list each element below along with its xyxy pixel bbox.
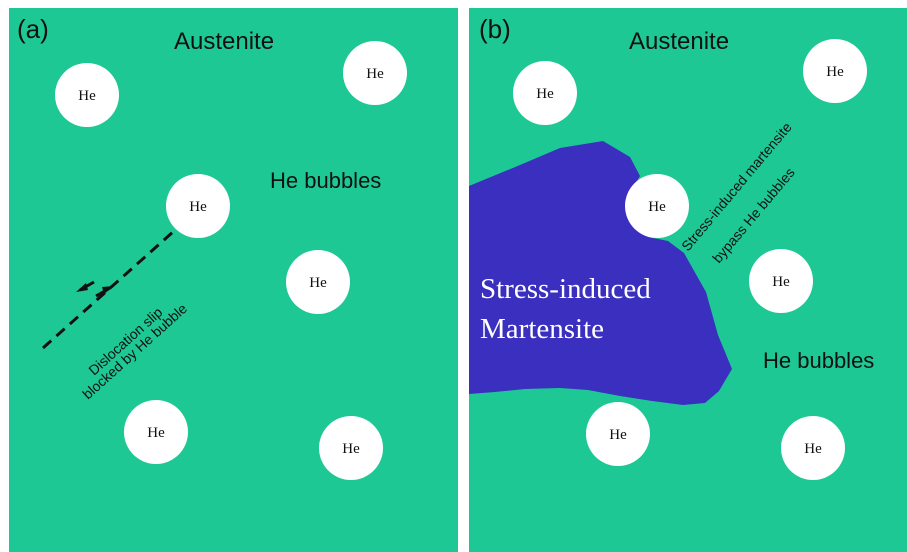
he-bubble: He (513, 61, 577, 125)
panel-a-austenite-label: Austenite (174, 28, 274, 55)
martensite-label-line-1: Stress-induced (480, 273, 651, 305)
svg-text:He: He (342, 441, 360, 457)
he-bubble: He (286, 250, 350, 314)
panel-b-he-bubbles-label: He bubbles (763, 348, 874, 373)
panel-a: (a) Austenite He bubbles He He He He He … (9, 8, 458, 552)
svg-text:He: He (609, 427, 627, 443)
dislocation-slip-line (42, 229, 175, 350)
svg-text:He: He (309, 275, 327, 291)
he-bubble: He (749, 249, 813, 313)
he-bubble: He (124, 400, 188, 464)
he-bubble: He (166, 174, 230, 238)
svg-text:He: He (804, 441, 822, 457)
panel-b-tag: (b) (479, 14, 511, 44)
he-bubble: He (781, 416, 845, 480)
martensite-label-line-2: Martensite (480, 313, 604, 345)
svg-text:He: He (366, 66, 384, 82)
svg-text:He: He (772, 274, 790, 290)
svg-text:He: He (78, 88, 96, 104)
panel-a-tag: (a) (17, 14, 49, 44)
stress-induced-martensite-region (469, 141, 732, 405)
svg-text:He: He (147, 425, 165, 441)
panel-b-austenite-label: Austenite (629, 28, 729, 55)
he-bubble: He (586, 402, 650, 466)
he-bubble: He (319, 416, 383, 480)
panel-b: (b) Austenite He bubbles Stress-induced … (469, 8, 907, 552)
he-bubble: He (343, 41, 407, 105)
svg-text:He: He (648, 199, 666, 215)
he-bubble: He (625, 174, 689, 238)
slip-direction-arrows (76, 280, 114, 298)
svg-text:He: He (189, 199, 207, 215)
svg-text:He: He (536, 86, 554, 102)
panel-a-he-bubbles-label: He bubbles (270, 168, 381, 193)
he-bubble: He (803, 39, 867, 103)
he-bubble: He (55, 63, 119, 127)
svg-text:He: He (826, 64, 844, 80)
